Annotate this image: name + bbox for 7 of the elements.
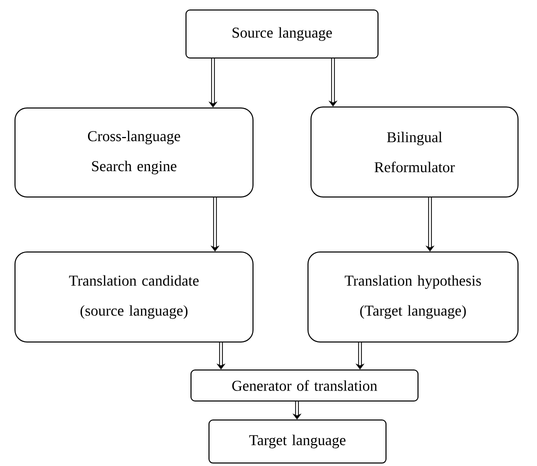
process-box: Generator of translation: [190, 370, 418, 402]
process-box: Cross-language Search engine: [14, 108, 254, 198]
process-box: Source language: [186, 10, 378, 58]
process-box: Translation candidate (source language): [14, 252, 254, 342]
process-box: Bilingual Reformulator: [310, 106, 518, 198]
process-box: Translation hypothesis (Target language): [308, 252, 518, 342]
process-box: Target language: [208, 420, 386, 464]
